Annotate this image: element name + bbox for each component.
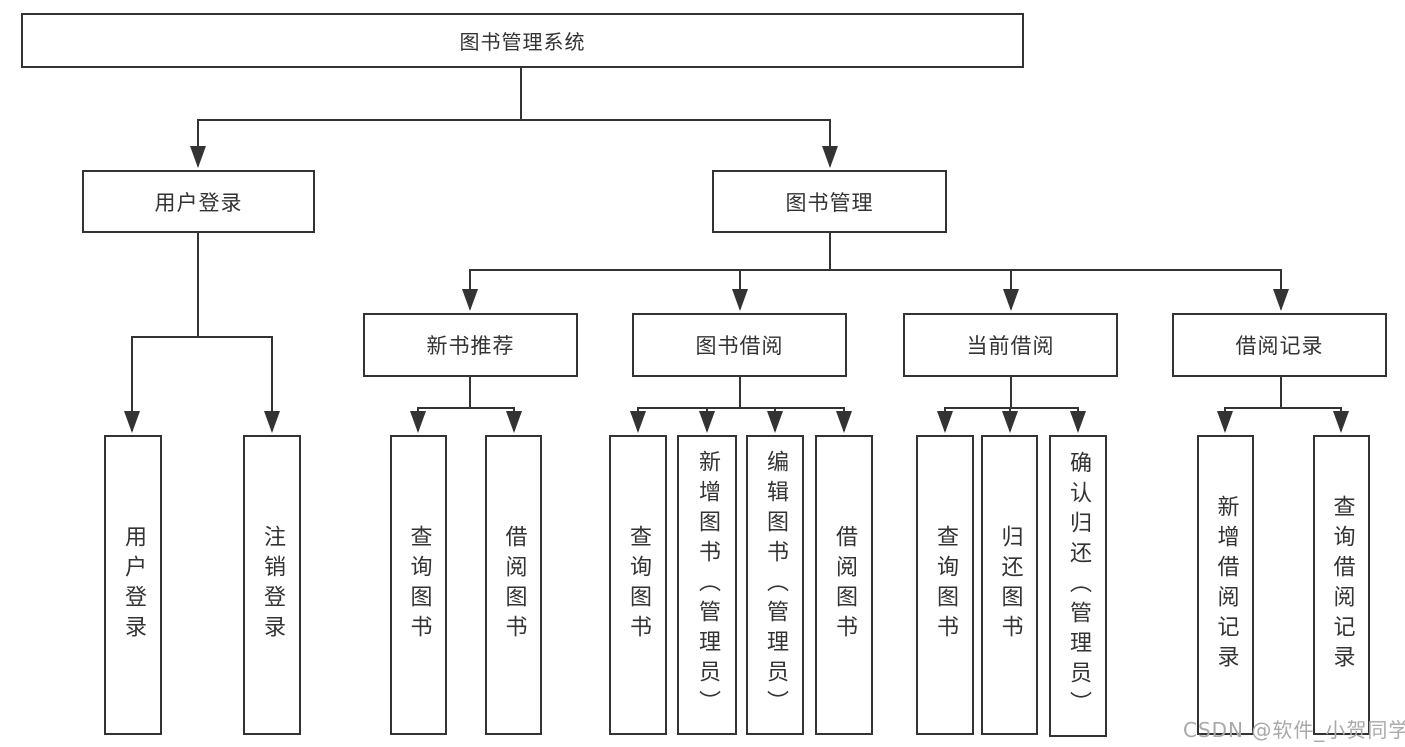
node-ul-login-label: 用户登录 (121, 525, 146, 645)
node-nbr-borrow: 借阅图书 (485, 435, 542, 735)
node-borrow-records: 借阅记录 (1172, 313, 1387, 377)
node-current-borrow-label: 当前借阅 (966, 334, 1055, 358)
csdn-watermark: CSDN @软件_小贺同学 (1183, 718, 1405, 742)
node-br-query-label: 查询借阅记录 (1329, 495, 1355, 675)
node-bb-add-label: 新增图书（管理员） (695, 450, 720, 720)
node-book-borrow: 图书借阅 (632, 313, 847, 377)
node-bb-query: 查询图书 (609, 435, 667, 735)
node-nbr-query-label: 查询图书 (406, 525, 432, 645)
connector-new-book-rec (418, 377, 514, 409)
connector-book-mgmt (470, 233, 1281, 271)
connector-user-login (132, 233, 272, 338)
node-bb-borrow-label: 借阅图书 (832, 525, 857, 645)
connector-root (198, 68, 830, 121)
node-cb-return: 归还图书 (981, 435, 1038, 735)
node-ul-logout-label: 注销登录 (260, 525, 285, 645)
node-new-book-rec: 新书推荐 (363, 313, 578, 377)
node-bb-add: 新增图书（管理员） (677, 435, 737, 735)
node-root-label: 图书管理系统 (459, 30, 586, 54)
node-cb-confirm-label: 确认归还（管理员） (1066, 451, 1091, 721)
node-bb-query-label: 查询图书 (626, 525, 651, 645)
node-nbr-query: 查询图书 (390, 435, 447, 735)
connector-book-borrow (638, 377, 844, 409)
node-ul-logout: 注销登录 (243, 435, 301, 735)
node-borrow-records-label: 借阅记录 (1235, 334, 1324, 358)
node-bb-edit-label: 编辑图书（管理员） (763, 450, 788, 720)
node-bb-edit: 编辑图书（管理员） (746, 435, 804, 735)
node-user-login: 用户登录 (82, 170, 315, 233)
node-root: 图书管理系统 (21, 13, 1024, 68)
node-cb-confirm: 确认归还（管理员） (1049, 435, 1107, 737)
node-book-mgmt: 图书管理 (712, 170, 947, 233)
node-ul-login: 用户登录 (104, 435, 162, 735)
node-nbr-borrow-label: 借阅图书 (501, 525, 527, 645)
node-br-add: 新增借阅记录 (1197, 435, 1254, 735)
node-br-query: 查询借阅记录 (1313, 435, 1370, 735)
node-bb-borrow: 借阅图书 (815, 435, 873, 735)
node-book-mgmt-label: 图书管理 (785, 190, 874, 215)
connector-current-borrow (945, 377, 1078, 409)
node-cb-query: 查询图书 (916, 435, 974, 735)
node-new-book-rec-label: 新书推荐 (426, 334, 515, 358)
node-cb-return-label: 归还图书 (997, 525, 1023, 645)
node-book-borrow-label: 图书借阅 (695, 334, 784, 358)
node-current-borrow: 当前借阅 (903, 313, 1118, 377)
node-br-add-label: 新增借阅记录 (1213, 495, 1239, 675)
node-user-login-label: 用户登录 (154, 190, 243, 215)
node-cb-query-label: 查询图书 (933, 525, 958, 645)
connector-borrow-records (1225, 377, 1341, 409)
